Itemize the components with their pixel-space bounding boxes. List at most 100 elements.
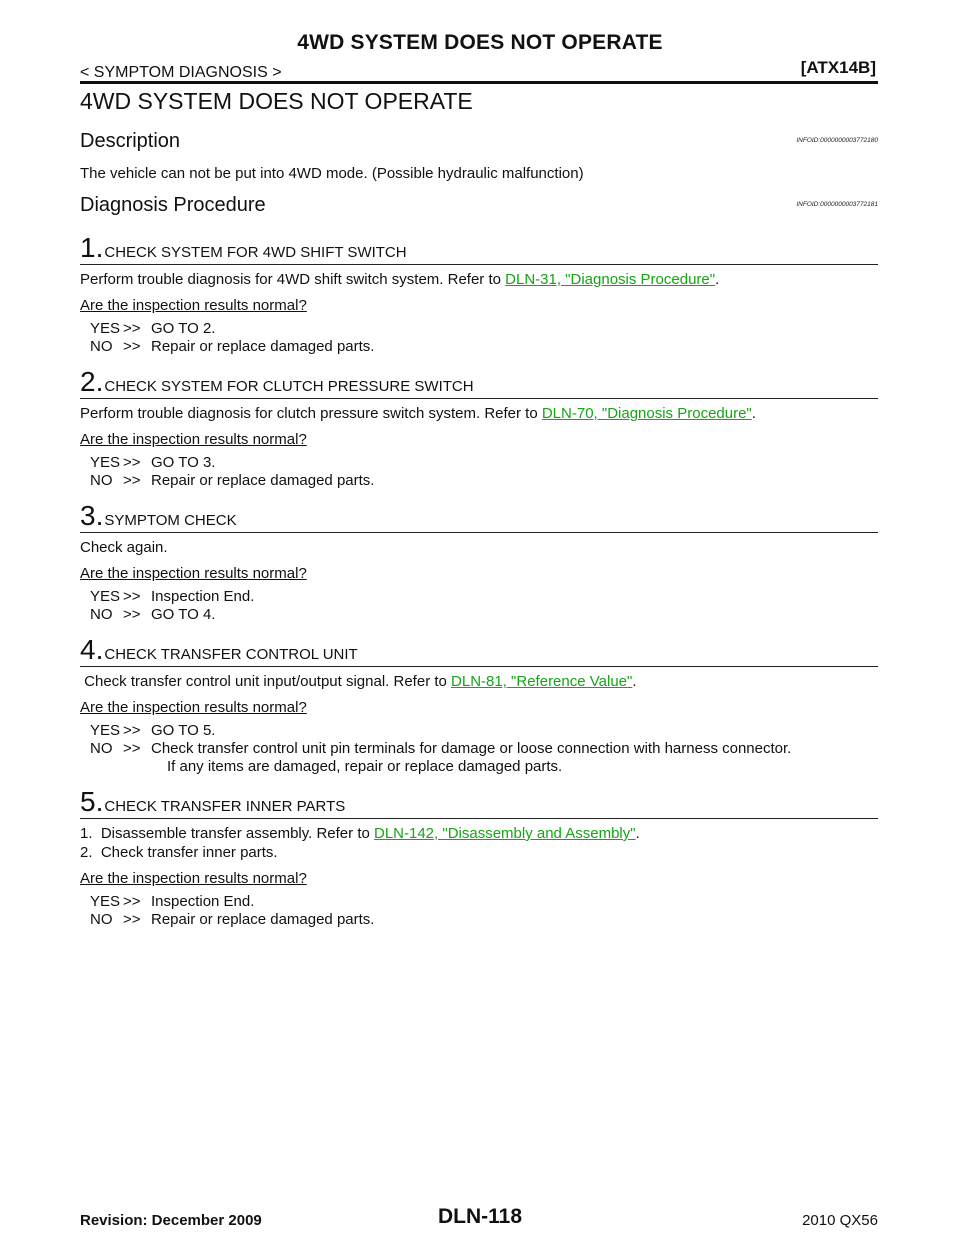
answers: YES >> GO TO 2. NO >> Repair or replace …	[90, 320, 878, 356]
instruction-text: Check transfer control unit input/output…	[80, 673, 452, 690]
header-title: 4WD SYSTEM DOES NOT OPERATE	[297, 31, 663, 54]
step-2: 2. CHECK SYSTEM FOR CLUTCH PRESSURE SWIT…	[80, 368, 878, 490]
reference-link[interactable]: DLN-142, "Disassembly and Assembly"	[374, 825, 636, 842]
instruction-text: Perform trouble diagnosis for clutch pre…	[80, 405, 542, 422]
procedure-infoid: INFOID:0000000003772181	[796, 201, 878, 208]
step-number: 4.	[80, 634, 104, 665]
answer-arrow: >>	[123, 740, 141, 757]
answers: YES >> Inspection End. NO >> GO TO 4.	[90, 588, 878, 624]
answer-key: NO	[90, 472, 113, 489]
step-4: 4. CHECK TRANSFER CONTROL UNIT Check tra…	[80, 636, 878, 776]
step-header: 3. SYMPTOM CHECK	[80, 502, 878, 533]
answer-arrow: >>	[123, 911, 141, 928]
page-content: 4WD SYSTEM DOES NOT OPERATE Description …	[80, 84, 878, 929]
instruction-end: .	[751, 405, 756, 422]
answer-no: NO >> Repair or replace damaged parts.	[90, 472, 878, 490]
answer-text: GO TO 3.	[151, 454, 216, 471]
answer-arrow: >>	[123, 893, 141, 910]
step-header: 2. CHECK SYSTEM FOR CLUTCH PRESSURE SWIT…	[80, 368, 878, 399]
answers: YES >> GO TO 3. NO >> Repair or replace …	[90, 454, 878, 490]
answer-arrow: >>	[123, 606, 141, 623]
answer-key: YES	[90, 320, 121, 337]
procedure-heading: Diagnosis Procedure	[80, 194, 266, 216]
answer-continuation: If any items are damaged, repair or repl…	[167, 758, 563, 775]
answer-key: YES	[90, 893, 121, 910]
answer-arrow: >>	[123, 338, 141, 355]
footer-model: 2010 QX56	[802, 1212, 878, 1229]
answer-text: Repair or replace damaged parts.	[151, 338, 375, 355]
description-infoid: INFOID:0000000003772180	[796, 137, 878, 144]
answer-text: Inspection End.	[151, 893, 255, 910]
answer-key: YES	[90, 722, 121, 739]
answer-yes: YES >> Inspection End.	[90, 893, 878, 911]
answer-arrow: >>	[123, 472, 141, 489]
step-instruction: 1. Disassemble transfer assembly. Refer …	[80, 824, 878, 862]
instruction-end: .	[715, 271, 720, 288]
step-1: 1. CHECK SYSTEM FOR 4WD SHIFT SWITCH Per…	[80, 234, 878, 356]
inspection-question: Are the inspection results normal?	[80, 297, 307, 314]
answer-yes: YES >> GO TO 5.	[90, 722, 878, 740]
answer-arrow: >>	[123, 454, 141, 471]
answer-text: GO TO 5.	[151, 722, 216, 739]
answer-yes: YES >> GO TO 3.	[90, 454, 878, 472]
answer-text: Repair or replace damaged parts.	[151, 911, 375, 928]
instruction-text: Perform trouble diagnosis for 4WD shift …	[80, 271, 506, 288]
step-title: CHECK SYSTEM FOR 4WD SHIFT SWITCH	[104, 244, 407, 261]
instruction-end: .	[632, 673, 637, 690]
step-header: 4. CHECK TRANSFER CONTROL UNIT	[80, 636, 878, 667]
reference-link[interactable]: DLN-81, "Reference Value"	[451, 673, 633, 690]
page-title: 4WD SYSTEM DOES NOT OPERATE	[80, 88, 473, 114]
header-model-code: [ATX14B]	[800, 58, 876, 77]
answer-text: Repair or replace damaged parts.	[151, 472, 375, 489]
description-heading: Description	[80, 130, 181, 152]
step-number: 3.	[80, 500, 104, 531]
step-instruction: Perform trouble diagnosis for clutch pre…	[80, 404, 878, 423]
step-title: CHECK TRANSFER CONTROL UNIT	[104, 646, 358, 663]
answer-text: Inspection End.	[151, 588, 255, 605]
step-number: 2.	[80, 366, 104, 397]
answer-no: NO >> GO TO 4.	[90, 606, 878, 624]
answers: YES >> GO TO 5. NO >> Check transfer con…	[90, 722, 878, 776]
step-header: 1. CHECK SYSTEM FOR 4WD SHIFT SWITCH	[80, 234, 878, 265]
step-header: 5. CHECK TRANSFER INNER PARTS	[80, 788, 878, 819]
step-5: 5. CHECK TRANSFER INNER PARTS 1. Disasse…	[80, 788, 878, 929]
answer-yes: YES >> Inspection End.	[90, 588, 878, 606]
inspection-question: Are the inspection results normal?	[80, 431, 307, 448]
step-title: SYMPTOM CHECK	[104, 512, 237, 529]
inspection-question: Are the inspection results normal?	[80, 699, 307, 716]
answer-key: NO	[90, 911, 113, 928]
answer-arrow: >>	[123, 722, 141, 739]
list-item: 2. Check transfer inner parts.	[80, 844, 278, 861]
answer-key: YES	[90, 454, 121, 471]
answer-yes: YES >> GO TO 2.	[90, 320, 878, 338]
answer-key: NO	[90, 606, 113, 623]
reference-link[interactable]: DLN-70, "Diagnosis Procedure"	[541, 405, 752, 422]
description-text: The vehicle can not be put into 4WD mode…	[80, 165, 584, 182]
step-3: 3. SYMPTOM CHECK Check again. Are the in…	[80, 502, 878, 624]
answer-key: NO	[90, 740, 113, 757]
step-title: CHECK TRANSFER INNER PARTS	[104, 798, 346, 815]
header-rule	[80, 81, 878, 84]
answer-no: NO >> Repair or replace damaged parts.	[90, 338, 878, 356]
answer-text: Check transfer control unit pin terminal…	[151, 740, 792, 757]
reference-link[interactable]: DLN-31, "Diagnosis Procedure"	[505, 271, 716, 288]
inspection-question: Are the inspection results normal?	[80, 565, 307, 582]
footer-revision: Revision: December 2009	[80, 1212, 262, 1229]
list-item: 1. Disassemble transfer assembly. Refer …	[80, 824, 878, 843]
answers: YES >> Inspection End. NO >> Repair or r…	[90, 893, 878, 929]
answer-text: GO TO 2.	[151, 320, 216, 337]
answer-no: NO >> Repair or replace damaged parts.	[90, 911, 878, 929]
answer-arrow: >>	[123, 588, 141, 605]
step-number: 5.	[80, 786, 104, 817]
step-title: CHECK SYSTEM FOR CLUTCH PRESSURE SWITCH	[104, 378, 474, 395]
list-item-text: 1. Disassemble transfer assembly. Refer …	[80, 825, 374, 842]
answer-key: YES	[90, 588, 121, 605]
description-heading-row: Description INFOID:0000000003772180	[80, 128, 878, 158]
header-section: < SYMPTOM DIAGNOSIS >	[80, 64, 282, 81]
procedure-heading-row: Diagnosis Procedure INFOID:0000000003772…	[80, 192, 878, 222]
answer-arrow: >>	[123, 320, 141, 337]
step-instruction: Check transfer control unit input/output…	[80, 672, 878, 691]
answer-text: GO TO 4.	[151, 606, 216, 623]
list-item-end: .	[635, 825, 640, 842]
step-instruction: Perform trouble diagnosis for 4WD shift …	[80, 270, 878, 289]
